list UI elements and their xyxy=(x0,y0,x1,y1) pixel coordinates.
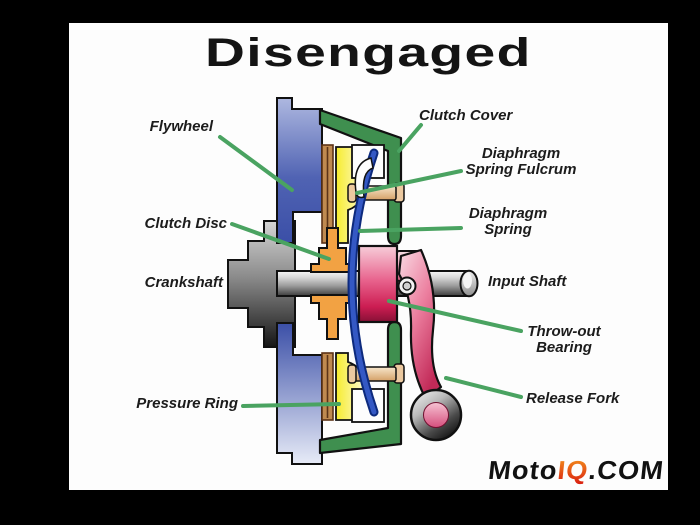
label-flywheel: Flywheel xyxy=(149,118,213,135)
label-diaphragm-spring-fulcrum: Diaphragm Spring Fulcrum xyxy=(441,146,601,178)
label-diaphragm-spring-fulcrum-line1: Diaphragm xyxy=(481,145,561,162)
label-clutch-cover: Clutch Cover xyxy=(419,107,513,124)
label-throw-out-bearing: Throw-out Bearing xyxy=(484,324,644,356)
label-diaphragm-spring-fulcrum-line2: Spring Fulcrum xyxy=(465,161,577,178)
logo-moto: Moto xyxy=(486,455,559,485)
logo-iq: IQ xyxy=(555,455,590,485)
label-diaphragm-spring-line2: Spring xyxy=(484,221,532,238)
label-throw-out-bearing-line2: Bearing xyxy=(536,339,592,356)
label-diaphragm-spring: Diaphragm Spring xyxy=(428,206,588,238)
label-pressure-ring: Pressure Ring xyxy=(136,395,238,412)
motoiq-logo: MotoIQ.COM xyxy=(486,455,665,486)
page-title: Disengaged xyxy=(69,31,668,76)
label-diaphragm-spring-line1: Diaphragm xyxy=(468,205,548,222)
label-input-shaft: Input Shaft xyxy=(488,273,567,290)
label-crankshaft: Crankshaft xyxy=(144,274,223,291)
label-throw-out-bearing-line1: Throw-out xyxy=(527,323,601,340)
label-clutch-disc: Clutch Disc xyxy=(144,215,227,232)
page-title-text: Disengaged xyxy=(205,31,532,75)
label-release-fork: Release Fork xyxy=(526,390,620,407)
logo-dot-com: .COM xyxy=(586,455,666,485)
diagram-paper: Disengaged Flywheel Clutch Disc Cranksha… xyxy=(69,23,668,490)
